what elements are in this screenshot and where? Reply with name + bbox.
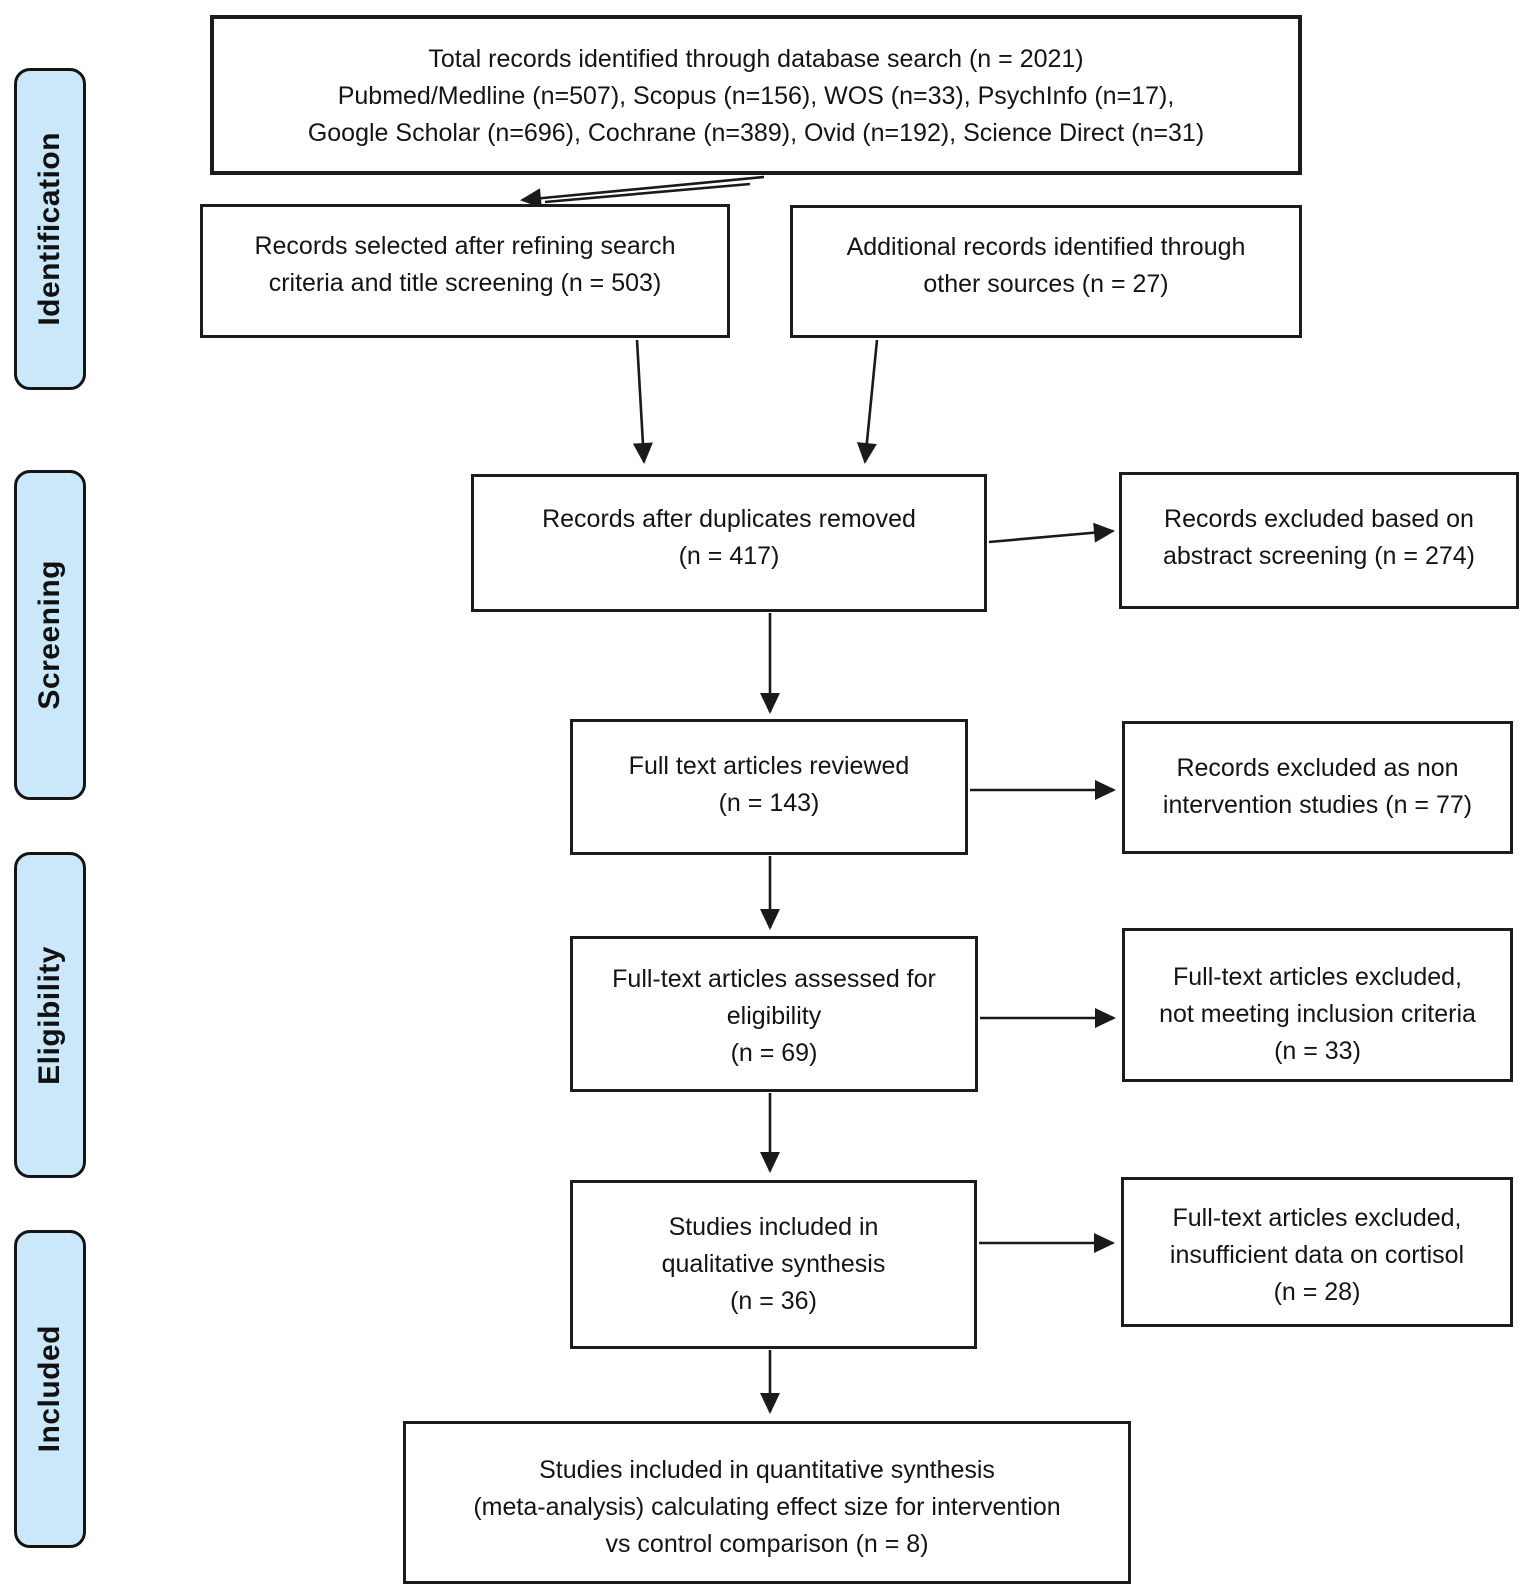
box-line: Full-text articles excluded,: [1172, 1204, 1462, 1232]
box-line: Additional records identified through: [846, 233, 1246, 261]
box-excluded-insufficient-cortisol: Full-text articles excluded, insufficien…: [1121, 1177, 1513, 1327]
stage-label-identification: Identification: [14, 68, 86, 390]
box-line: criteria and title screening (n = 503): [268, 269, 662, 297]
box-line: Studies included in: [668, 1213, 879, 1241]
box-line: vs control comparison (n = 8): [605, 1530, 929, 1558]
box-excluded-inclusion-criteria: Full-text articles excluded, not meeting…: [1122, 928, 1513, 1082]
box-line: (n = 417): [678, 542, 780, 570]
box-line: Records after duplicates removed: [542, 505, 916, 533]
box-line: Records excluded based on: [1164, 505, 1474, 533]
box-line: (n = 36): [730, 1287, 817, 1315]
box-full-text-reviewed: Full text articles reviewed (n = 143): [570, 719, 968, 855]
box-line: eligibility: [726, 1002, 822, 1030]
box-duplicates-removed: Records after duplicates removed (n = 41…: [471, 474, 987, 612]
box-line: (n = 69): [730, 1039, 818, 1067]
stage-label-included: Included: [14, 1230, 86, 1548]
box-line: Full text articles reviewed: [628, 752, 910, 780]
box-qualitative-synthesis: Studies included in qualitative synthesi…: [570, 1180, 977, 1349]
box-line: abstract screening (n = 274): [1163, 542, 1475, 570]
box-line: Records excluded as non: [1176, 754, 1459, 782]
box-line: insufficient data on cortisol: [1169, 1241, 1465, 1269]
box-quantitative-synthesis: Studies included in quantitative synthes…: [403, 1421, 1131, 1584]
box-line: qualitative synthesis: [661, 1250, 886, 1278]
box-total-records: Total records identified through databas…: [210, 15, 1302, 175]
stage-label-screening: Screening: [14, 470, 86, 800]
box-line: other sources (n = 27): [923, 270, 1169, 298]
box-line: Google Scholar (n=696), Cochrane (n=389)…: [307, 119, 1205, 147]
box-line: not meeting inclusion criteria: [1159, 1000, 1476, 1028]
box-line: Full-text articles assessed for: [612, 965, 936, 993]
box-line: Records selected after refining search: [254, 232, 676, 260]
box-additional-records: Additional records identified through ot…: [790, 205, 1302, 338]
box-line: Pubmed/Medline (n=507), Scopus (n=156), …: [337, 82, 1175, 110]
box-line: Total records identified through databas…: [428, 45, 1084, 73]
box-line: (n = 33): [1274, 1037, 1361, 1065]
box-records-selected: Records selected after refining search c…: [200, 204, 730, 338]
stage-label-text: Eligibility: [33, 945, 66, 1085]
box-line: intervention studies (n = 77): [1162, 791, 1473, 819]
box-excluded-non-intervention: Records excluded as non intervention stu…: [1122, 721, 1513, 854]
box-line: (n = 28): [1273, 1278, 1361, 1306]
box-excluded-abstract-screening: Records excluded based on abstract scree…: [1119, 472, 1519, 609]
box-line: (meta-analysis) calculating effect size …: [473, 1493, 1061, 1521]
stage-label-eligibility: Eligibility: [14, 852, 86, 1178]
stage-label-text: Identification: [33, 132, 66, 326]
stage-label-text: Included: [33, 1325, 66, 1453]
box-assessed-for-eligibility: Full-text articles assessed for eligibil…: [570, 936, 978, 1092]
box-line: Studies included in quantitative synthes…: [539, 1456, 995, 1484]
box-line: (n = 143): [718, 789, 820, 817]
stage-label-text: Screening: [33, 560, 66, 710]
box-line: Full-text articles excluded,: [1172, 963, 1462, 991]
